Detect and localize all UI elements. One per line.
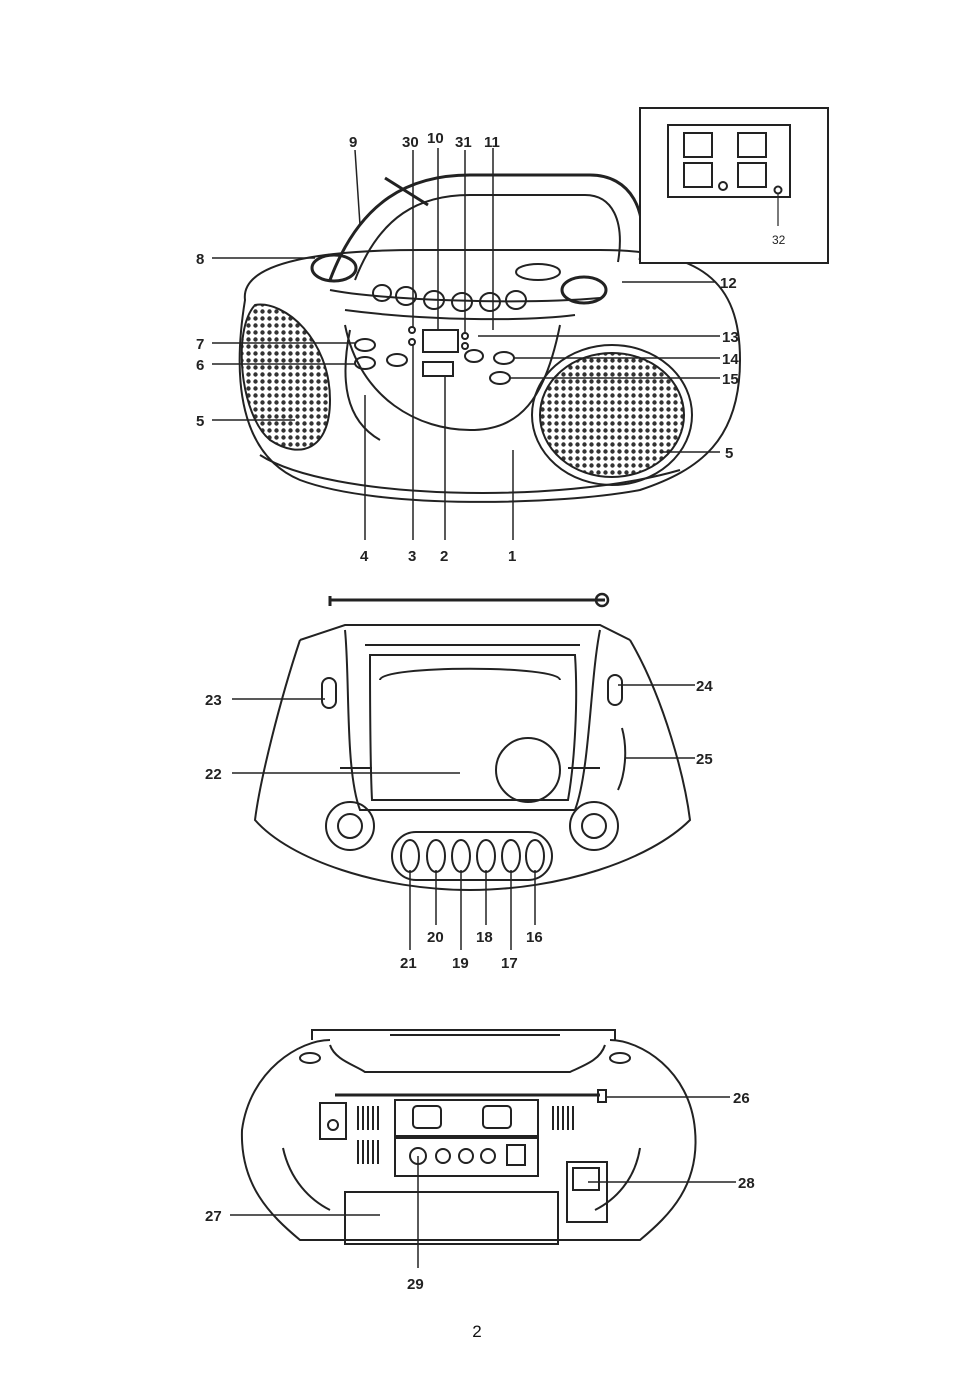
callout-23: 23 [205,692,222,709]
callout-5-right: 5 [725,445,733,462]
front-view-callouts: 9 30 10 31 11 8 12 7 6 13 14 15 5 5 4 3 … [196,130,739,565]
callout-31: 31 [455,134,472,151]
top-view-leader-lines [232,684,695,950]
display-inset: 32 [639,107,829,264]
top-view-illustration [253,592,692,892]
callout-5-left: 5 [196,413,204,430]
callout-16: 16 [526,929,543,946]
callout-15: 15 [722,371,739,388]
callout-22: 22 [205,766,222,783]
seven-segment-digits [683,132,783,226]
callout-4: 4 [360,548,369,565]
callout-24: 24 [696,678,713,695]
rear-view-callouts: 26 28 27 29 [205,1090,755,1293]
callout-12: 12 [720,275,737,292]
callout-26: 26 [733,1090,750,1107]
callout-20: 20 [427,929,444,946]
callout-18: 18 [476,929,493,946]
callout-17: 17 [501,955,518,972]
callout-10: 10 [427,130,444,147]
callout-30: 30 [402,134,419,151]
callout-6: 6 [196,357,204,374]
inset-callout: 32 [772,233,786,247]
rear-view-illustration [240,1029,697,1245]
callout-2: 2 [440,548,448,565]
callout-11: 11 [484,134,500,151]
callout-13: 13 [722,329,739,346]
callout-7: 7 [196,336,204,353]
callout-28: 28 [738,1175,755,1192]
front-view-illustration [238,173,742,503]
callout-29: 29 [407,1276,424,1293]
callout-8: 8 [196,251,204,268]
callout-14: 14 [722,351,739,368]
rear-view-leader-lines [230,1096,736,1268]
callout-9: 9 [349,134,357,151]
callout-1: 1 [508,548,516,565]
page-number: 2 [472,1322,482,1341]
top-view-callouts: 23 24 22 25 21 20 19 18 17 16 [205,678,713,972]
callout-25: 25 [696,751,713,768]
callout-21: 21 [400,955,417,972]
callout-3: 3 [408,548,416,565]
front-view-leader-lines [212,148,720,540]
callout-19: 19 [452,955,469,972]
callout-27: 27 [205,1208,222,1225]
